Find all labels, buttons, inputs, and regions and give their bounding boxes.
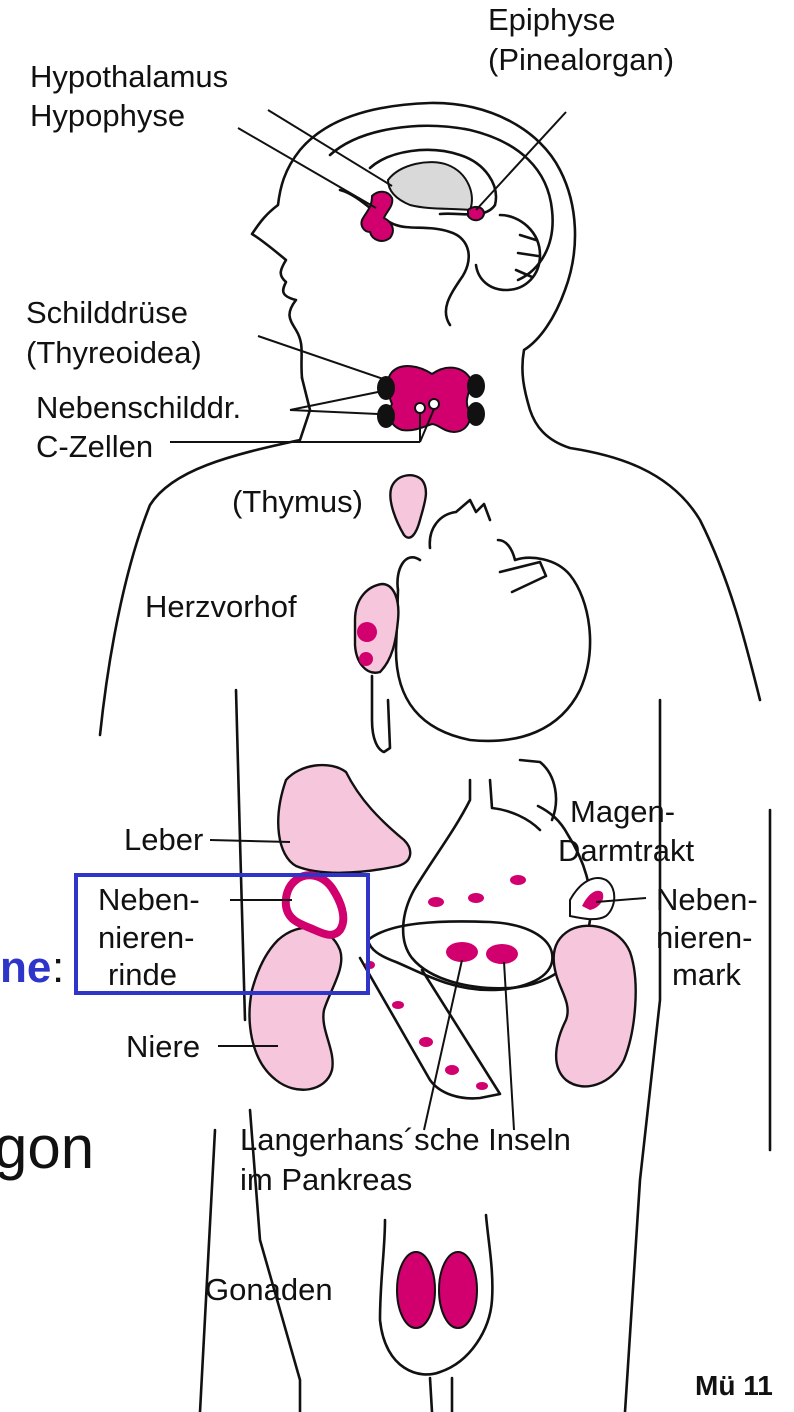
label-langerhans: Langerhans´sche Inseln	[240, 1122, 571, 1157]
label-pinealorgan: (Pinealorgan)	[488, 42, 674, 77]
c-cells-left	[415, 403, 425, 413]
label-c-zellen: C-Zellen	[36, 429, 153, 464]
label-hypophyse: Hypophyse	[30, 98, 185, 133]
atrium-dot-1	[357, 622, 377, 642]
label-schilddruese: Schilddrüse	[26, 295, 188, 330]
gonad-left	[397, 1252, 435, 1328]
hypothalamus-region	[388, 162, 472, 210]
slide-fragment-colon: :	[52, 943, 64, 992]
label-leber: Leber	[124, 822, 203, 857]
gonad-right	[439, 1252, 477, 1328]
corner-label: Mü 11	[695, 1370, 773, 1401]
label-niere: Niere	[126, 1029, 200, 1064]
label-nnr-1: Neben-	[98, 882, 200, 917]
label-herzvorhof: Herzvorhof	[145, 589, 297, 624]
islet-1	[446, 942, 478, 962]
stomach-dot-1	[510, 875, 526, 885]
label-epiphyse: Epiphyse	[488, 2, 616, 37]
liver-organ	[278, 765, 410, 873]
islet-2	[486, 944, 518, 964]
pancreas-region	[360, 921, 552, 1098]
adrenal-left	[286, 875, 343, 935]
kidney-left	[250, 928, 342, 1090]
duct-dot-3	[419, 1037, 433, 1047]
slide-fragment-gon: gon	[0, 1114, 94, 1181]
parathyroid-3	[467, 374, 485, 398]
label-nnr-2: nieren-	[98, 920, 195, 955]
label-darmtrakt: Darmtrakt	[558, 833, 694, 868]
stomach-dot-2	[468, 893, 484, 903]
hypophyse-gland	[361, 192, 392, 241]
label-magen: Magen-	[570, 794, 675, 829]
label-nnm-1: Neben-	[656, 882, 758, 917]
label-nebenschilddr: Nebenschilddr.	[36, 390, 241, 425]
kidney-right	[554, 926, 636, 1087]
label-nnm-3: mark	[672, 957, 741, 992]
atrium-dot-2	[359, 652, 373, 666]
label-pankreas: im Pankreas	[240, 1162, 412, 1197]
stomach-dot-3	[428, 897, 444, 907]
duct-dot-5	[476, 1082, 488, 1090]
thyroid-region	[377, 366, 485, 432]
body-outline	[100, 103, 770, 1412]
parathyroid-2	[377, 404, 395, 428]
label-thymus: (Thymus)	[232, 484, 363, 519]
slide-fragment-blue: ne	[0, 943, 51, 992]
c-cells-right	[429, 399, 439, 409]
label-thyreoidea: (Thyreoidea)	[26, 335, 202, 370]
thymus-organ	[390, 475, 426, 538]
heart-region	[355, 500, 590, 752]
label-nnm-2: nieren-	[656, 920, 753, 955]
label-hypothalamus: Hypothalamus	[30, 59, 228, 94]
duct-dot-4	[445, 1065, 459, 1075]
label-nnr-3: rinde	[108, 957, 177, 992]
label-gonaden: Gonaden	[205, 1272, 333, 1307]
duct-dot-2	[392, 1001, 404, 1009]
parathyroid-4	[467, 402, 485, 426]
